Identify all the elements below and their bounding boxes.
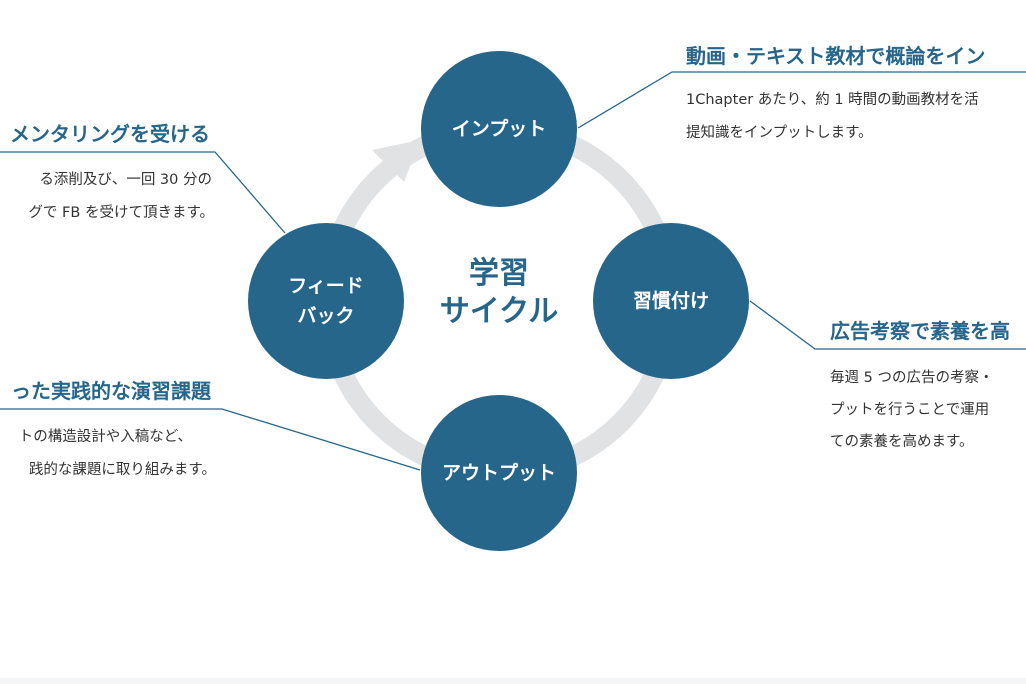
cycle-title-line1: 学習 [469,256,529,291]
feedback-callout-body2: グで FB を受けて頂きます。 [28,205,214,221]
habit-callout-body1: 毎週 5 つの広告の考察・ [830,370,994,386]
node-feedback-label: フィードバック [288,271,364,331]
cycle-title: 学習サイクル [419,255,579,331]
habit-callout-title: 広告考察で素養を高 [830,319,1010,343]
cycle-title-line2: サイクル [439,294,559,329]
feedback-connector [0,151,286,234]
feedback-callout-body1: る添削及び、一回 30 分の [39,172,212,188]
node-output: アウトプット [421,395,577,551]
node-feedback: フィードバック [248,223,404,379]
input-callout-body1: 1Chapter あたり、約 1 時間の動画教材を活 [686,92,979,108]
node-input: インプット [421,51,577,207]
output-connector [0,408,421,471]
output-callout-body1: トの構造設計や入稿など、 [18,429,192,445]
node-habit-label: 習慣付け [632,290,709,312]
habit-callout-body2: プットを行うことで運用 [830,402,990,418]
input-callout-body2: 提知識をインプットします。 [686,125,873,141]
feedback-line1: フィード [288,275,364,297]
feedback-line2: バック [297,305,355,327]
output-callout-body2: 践的な課題に取り組みます。 [28,462,216,478]
cycle-arrow-icon [372,140,420,182]
habit-callout-body3: ての素養を高めます。 [830,434,974,450]
node-input-label: インプット [451,118,547,140]
input-callout-title: 動画・テキスト教材で概論をイン [686,44,986,68]
input-connector [577,71,1026,129]
output-callout-title: った実践的な演習課題 [11,379,211,403]
node-output-label: アウトプット [441,462,556,484]
feedback-callout-title: メンタリングを受ける [10,122,210,146]
node-habit: 習慣付け [593,223,749,379]
habit-connector [749,300,1026,350]
footer-band [0,678,1026,684]
